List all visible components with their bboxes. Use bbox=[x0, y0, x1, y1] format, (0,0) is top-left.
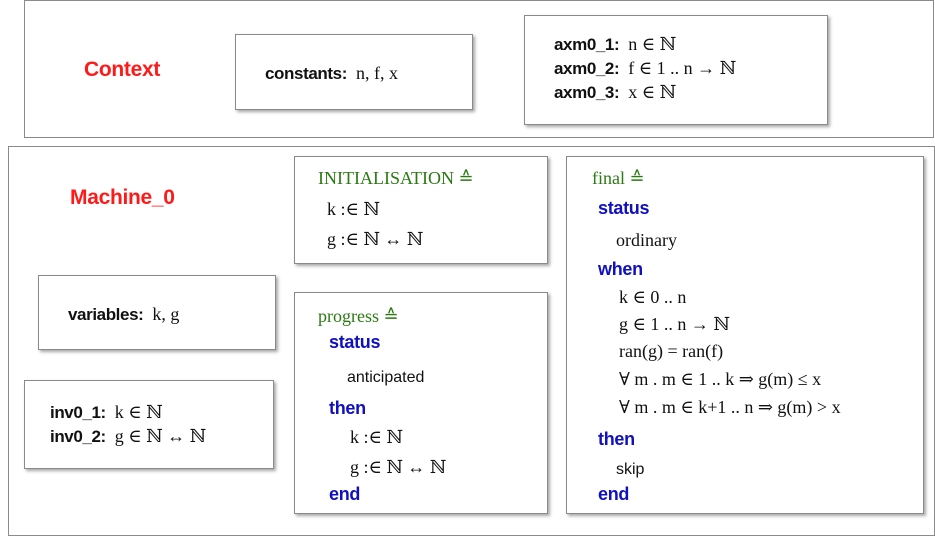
final-event-box: final ≙ status ordinary when k ∈ 0 .. n … bbox=[566, 156, 924, 514]
progress-action: g :∈ ℕ ↔ ℕ bbox=[350, 457, 447, 477]
invariants-box: inv0_1: k ∈ ℕ inv0_2: g ∈ ℕ ↔ ℕ bbox=[24, 380, 274, 469]
final-status-keyword: status bbox=[598, 198, 650, 218]
final-end-keyword: end bbox=[598, 484, 630, 504]
progress-action: k :∈ ℕ bbox=[350, 427, 403, 447]
final-when-keyword: when bbox=[598, 259, 643, 279]
init-action: k :∈ ℕ bbox=[327, 199, 380, 219]
variables-label: variables: bbox=[68, 305, 144, 324]
context-title: Context bbox=[84, 58, 161, 81]
constants-box: constants: n, f, x bbox=[235, 34, 473, 110]
axiom-label: axm0_1: bbox=[554, 35, 620, 54]
final-guard: k ∈ 0 .. n bbox=[619, 287, 687, 307]
invariant-expr: g ∈ ℕ ↔ ℕ bbox=[114, 426, 207, 446]
axiom-expr: f ∈ 1 .. n → ℕ bbox=[628, 58, 737, 78]
invariant-label: inv0_1: bbox=[50, 403, 106, 422]
init-action: g :∈ ℕ ↔ ℕ bbox=[327, 229, 424, 249]
axiom-expr: x ∈ ℕ bbox=[628, 82, 677, 102]
invariant-row: inv0_1: k ∈ ℕ bbox=[50, 401, 163, 424]
axiom-label: axm0_3: bbox=[554, 83, 620, 102]
progress-event-box: progress ≙ status anticipated then k :∈ … bbox=[294, 292, 548, 514]
axiom-row: axm0_2: f ∈ 1 .. n → ℕ bbox=[554, 57, 736, 80]
progress-then-keyword: then bbox=[329, 398, 366, 418]
progress-status-value: anticipated bbox=[347, 369, 425, 386]
invariant-label: inv0_2: bbox=[50, 427, 106, 446]
axiom-label: axm0_2: bbox=[554, 59, 620, 78]
initialisation-event-box: INITIALISATION ≙ k :∈ ℕ g :∈ ℕ ↔ ℕ bbox=[294, 156, 548, 264]
axioms-box: axm0_1: n ∈ ℕ axm0_2: f ∈ 1 .. n → ℕ axm… bbox=[524, 15, 828, 125]
constants-value: n, f, x bbox=[355, 63, 398, 83]
variables-value: k, g bbox=[152, 304, 180, 324]
final-guard: ran(g) = ran(f) bbox=[619, 341, 724, 361]
progress-event-name: progress ≙ bbox=[318, 306, 399, 326]
progress-status-keyword: status bbox=[329, 332, 381, 352]
axiom-row: axm0_3: x ∈ ℕ bbox=[554, 81, 676, 104]
invariant-row: inv0_2: g ∈ ℕ ↔ ℕ bbox=[50, 425, 206, 448]
variables-box: variables: k, g bbox=[38, 275, 276, 350]
final-guard: g ∈ 1 .. n → ℕ bbox=[619, 314, 730, 334]
invariant-expr: k ∈ ℕ bbox=[114, 402, 163, 422]
final-action: skip bbox=[616, 461, 645, 478]
final-status-value: ordinary bbox=[616, 230, 677, 250]
axiom-expr: n ∈ ℕ bbox=[628, 34, 677, 54]
final-guard: ∀ m . m ∈ k+1 .. n ⇒ g(m) > x bbox=[619, 397, 841, 417]
machine-title: Machine_0 bbox=[70, 186, 175, 209]
final-event-name: final ≙ bbox=[592, 168, 645, 188]
constants-label: constants: bbox=[265, 64, 347, 83]
final-then-keyword: then bbox=[598, 429, 635, 449]
final-guard: ∀ m . m ∈ 1 .. k ⇒ g(m) ≤ x bbox=[619, 369, 822, 389]
axiom-row: axm0_1: n ∈ ℕ bbox=[554, 33, 676, 56]
progress-end-keyword: end bbox=[329, 484, 361, 504]
initialisation-event-name: INITIALISATION ≙ bbox=[318, 168, 474, 188]
